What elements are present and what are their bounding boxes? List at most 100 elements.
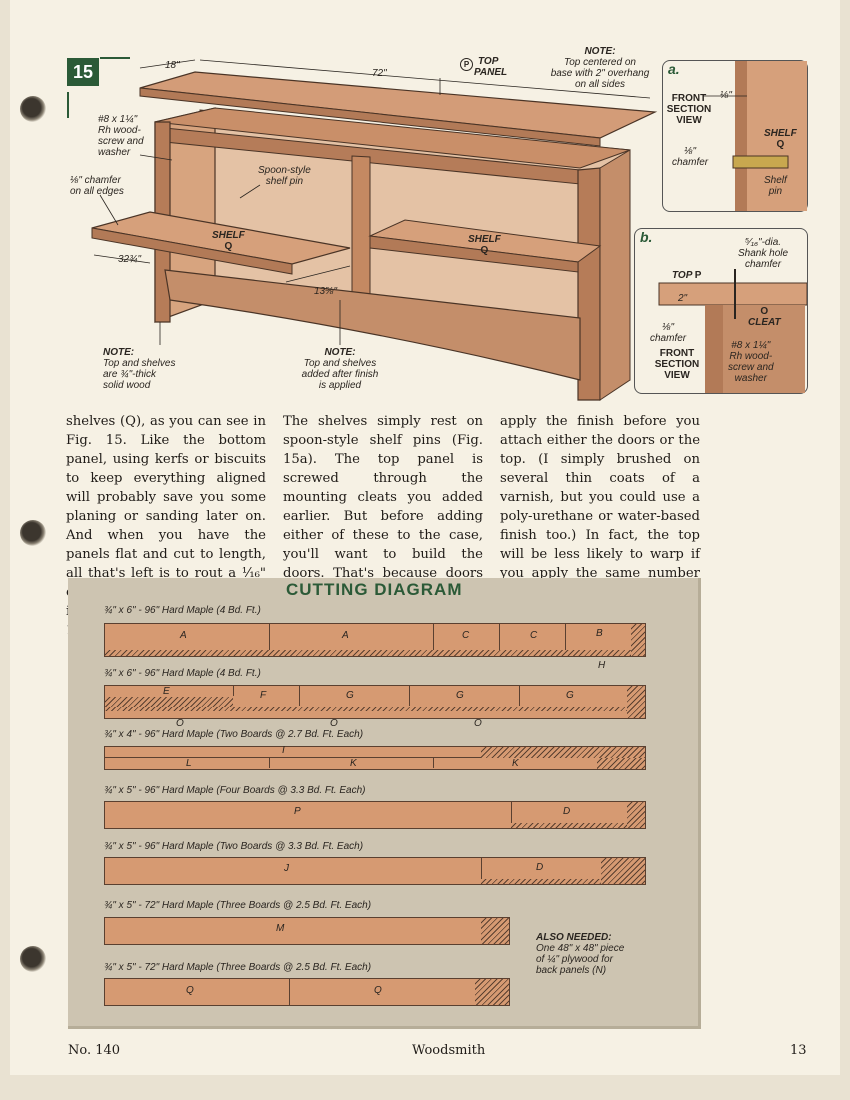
board-piece	[499, 624, 566, 650]
part-label: G	[566, 690, 574, 701]
board-piece	[269, 758, 434, 768]
board-title: ¾" x 4" - 96" Hard Maple (Two Boards @ 2…	[104, 729, 364, 740]
publication-name: Woodsmith	[412, 1043, 486, 1058]
part-label: D	[563, 806, 571, 817]
inset-a-dim: ⅛"	[720, 90, 732, 101]
board-piece	[433, 624, 500, 650]
cabinet-illustration	[67, 57, 658, 401]
waste-area	[627, 802, 645, 828]
part-label: L	[186, 758, 192, 769]
dim-32-3-4: 32¾"	[118, 254, 142, 265]
part-label: G	[346, 690, 354, 701]
board	[104, 801, 646, 829]
part-label: I	[282, 745, 285, 756]
board	[104, 685, 646, 719]
part-label: Q	[186, 985, 194, 996]
board-title: ¾" x 5" - 96" Hard Maple (Four Boards @ …	[104, 785, 366, 796]
part-label: M	[276, 923, 285, 934]
board-piece	[105, 979, 290, 1005]
board-piece	[105, 858, 482, 884]
waste-area	[475, 979, 509, 1005]
board	[104, 978, 510, 1006]
page-number: 13	[790, 1043, 807, 1058]
also-needed-note: ALSO NEEDED: One 48" x 48" piece of ¼" p…	[536, 932, 625, 976]
part-label: C	[530, 630, 538, 641]
cutting-diagram-title: CUTTING DIAGRAM	[286, 580, 463, 599]
part-label: G	[456, 690, 464, 701]
waste-area	[601, 858, 645, 884]
part-label: O	[474, 718, 482, 729]
waste-area	[105, 650, 631, 656]
part-letter: P	[460, 58, 473, 71]
board	[104, 746, 646, 770]
waste-area	[481, 918, 509, 944]
inset-b-top: TOP P	[672, 270, 702, 281]
board-piece	[105, 747, 482, 758]
shelf-left-label: SHELF Q	[212, 230, 245, 252]
shelf-right-label: SHELF Q	[468, 234, 501, 256]
note-top: NOTE: Top centered on base with 2" overh…	[550, 46, 650, 90]
board-piece	[105, 802, 512, 828]
board-title: ¾" x 6" - 96" Hard Maple (4 Bd. Ft.)	[104, 605, 261, 616]
board-piece	[105, 686, 234, 696]
inset-a-letter: a.	[668, 61, 680, 77]
part-label: A	[180, 630, 187, 641]
part-label: O	[330, 718, 338, 729]
inset-b-letter: b.	[640, 229, 653, 245]
waste-area	[481, 747, 645, 758]
figure-number: 15	[67, 58, 99, 86]
inset-b-drawing	[658, 269, 807, 393]
waste-area	[105, 707, 627, 711]
shelf-pin-label: Spoon-style shelf pin	[258, 165, 311, 187]
board-piece	[409, 686, 520, 706]
inset-b	[634, 228, 808, 394]
inset-a	[662, 60, 808, 212]
note-mid: NOTE: Top and shelves added after finish…	[301, 347, 379, 391]
dim-18: 18"	[165, 60, 180, 71]
dim-72: 72"	[372, 68, 387, 79]
part-label: O	[176, 718, 184, 729]
waste-area	[627, 686, 645, 718]
note-left: NOTE: Top and shelves are ¾"-thick solid…	[103, 347, 176, 391]
part-label: P	[294, 806, 301, 817]
inset-b-screw: #8 x 1¼" Rh wood- screw and washer	[728, 340, 774, 384]
board	[104, 623, 646, 657]
part-label: K	[512, 758, 519, 769]
board-piece	[105, 918, 482, 944]
part-label: B	[596, 628, 603, 639]
part-label: C	[462, 630, 470, 641]
issue-number: No. 140	[68, 1043, 121, 1058]
board-piece	[105, 624, 270, 650]
board	[104, 917, 510, 945]
part-label: D	[536, 862, 544, 873]
board-title: ¾" x 5" - 72" Hard Maple (Three Boards @…	[104, 962, 372, 973]
part-label: J	[284, 863, 289, 874]
waste-area	[631, 624, 645, 656]
dim-13-5-8: 13⅝"	[314, 286, 338, 297]
waste-area	[481, 879, 601, 884]
board-piece	[233, 686, 300, 706]
binder-hole	[20, 946, 46, 972]
inset-a-shelf: SHELF Q	[764, 128, 797, 150]
board-piece	[269, 624, 434, 650]
screw-label: #8 x 1¼" Rh wood- screw and washer	[98, 114, 144, 158]
top-panel-label: P TOP PANEL	[460, 56, 520, 78]
inset-a-drawing	[703, 61, 807, 211]
board-piece	[105, 758, 270, 768]
chamfer-label: ⅛" chamfer on all edges	[70, 175, 124, 197]
part-label: A	[342, 630, 349, 641]
part-label: F	[260, 690, 267, 701]
inset-b-shank: ⁵⁄₁₆"-dia. Shank hole chamfer	[738, 237, 789, 270]
binder-hole	[20, 96, 46, 122]
board-title: ¾" x 5" - 72" Hard Maple (Three Boards @…	[104, 900, 372, 911]
part-label: K	[350, 758, 357, 769]
inset-a-pin: Shelf pin	[764, 175, 787, 197]
board-piece	[289, 979, 476, 1005]
waste-area	[597, 758, 645, 769]
part-label: H	[598, 660, 606, 671]
inset-a-title: FRONT SECTION VIEW	[666, 93, 712, 126]
board-title: ¾" x 6" - 96" Hard Maple (4 Bd. Ft.)	[104, 668, 261, 679]
part-label: Q	[374, 985, 382, 996]
waste-area	[105, 697, 233, 707]
board-piece	[299, 686, 410, 706]
